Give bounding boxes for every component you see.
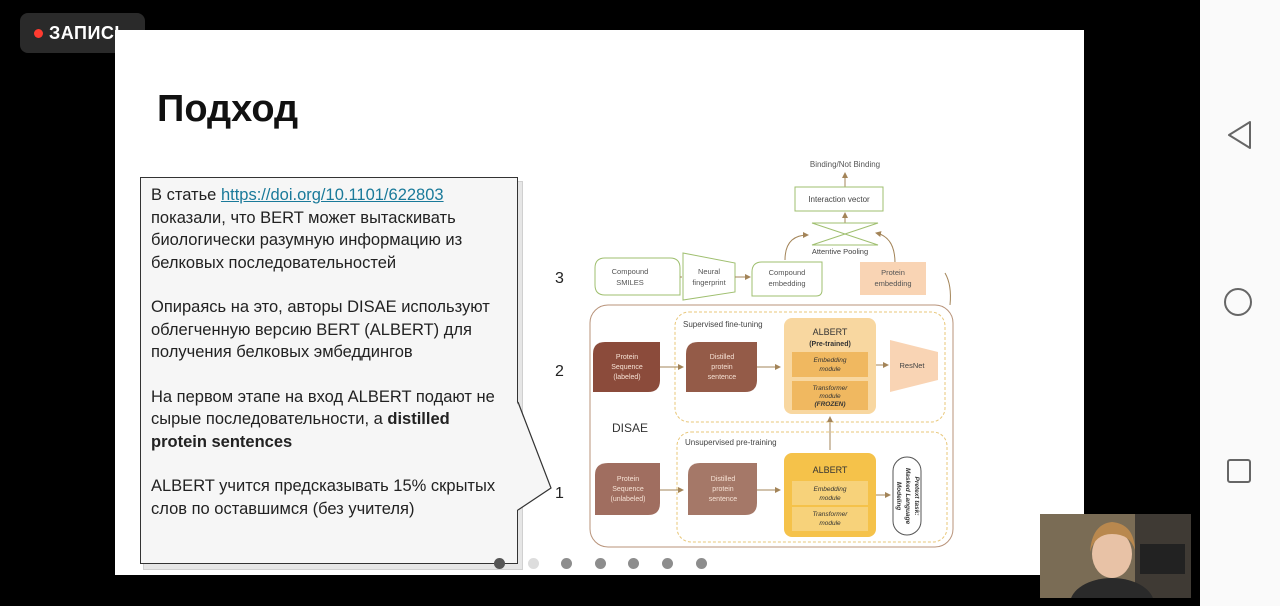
note-paragraph-2: Опираясь на это, авторы DISAE используют…	[151, 298, 490, 361]
resnet-label: ResNet	[899, 361, 925, 370]
callout-tail	[517, 401, 552, 511]
slide-title: Подход	[157, 88, 299, 130]
recording-label: ЗАПИСЬ	[49, 22, 128, 43]
supervised-label: Supervised fine-tuning	[683, 320, 763, 329]
pretext-task: Pretext task:Masked LanguageModeling	[895, 468, 920, 525]
note-text: показали, что BERT может вытаскивать био…	[151, 208, 463, 272]
stage-3-label: 3	[555, 270, 564, 287]
stage-1-label: 1	[555, 485, 564, 502]
doi-link[interactable]: https://doi.org/10.1101/622803	[220, 186, 444, 204]
webcam-person-image	[1040, 514, 1191, 598]
note-bold-text: distilled protein sentences	[151, 410, 450, 451]
page-dot[interactable]	[595, 558, 606, 569]
note-paragraph-4: ALBERT учится предсказывать 15% скрытых …	[151, 477, 496, 518]
attentive-pooling: Attentive Pooling	[812, 247, 868, 256]
note-paragraph-1: В статье https://doi.org/10.1101/622803 п…	[151, 184, 507, 274]
interaction-vector: Interaction vector	[808, 195, 870, 204]
albert-unsup-title: ALBERT	[813, 465, 848, 475]
note-text: В статье	[151, 186, 221, 204]
page-dot[interactable]	[494, 558, 505, 569]
page-dot[interactable]	[696, 558, 707, 569]
albert-pretrained-title: ALBERT	[813, 327, 848, 337]
back-icon[interactable]	[1226, 120, 1254, 150]
disae-label: DISAE	[612, 421, 648, 435]
albert-pretrained-sub: (Pre-trained)	[809, 341, 851, 348]
disae-diagram: Binding/Not Binding Interaction vector A…	[555, 160, 954, 548]
record-dot-icon	[34, 28, 43, 38]
callout-note: В статье https://doi.org/10.1101/622803 п…	[140, 177, 518, 564]
note-text: На первом этапе на вход ALBERT подают не…	[151, 387, 495, 429]
stage-2-label: 2	[555, 363, 564, 380]
slide-pagination	[490, 558, 720, 572]
webcam-thumbnail	[1040, 514, 1191, 598]
unsupervised-label: Unsupervised pre-training	[685, 438, 777, 447]
page-dot[interactable]	[528, 558, 539, 569]
page-dot[interactable]	[662, 558, 673, 569]
page-dot[interactable]	[561, 558, 572, 569]
page-dot[interactable]	[628, 558, 639, 569]
output-label: Binding/Not Binding	[810, 160, 880, 169]
recent-apps-icon[interactable]	[1227, 459, 1251, 483]
home-icon[interactable]	[1224, 288, 1252, 316]
note-paragraph-3: На первом этапе на вход ALBERT подают не…	[151, 386, 507, 454]
